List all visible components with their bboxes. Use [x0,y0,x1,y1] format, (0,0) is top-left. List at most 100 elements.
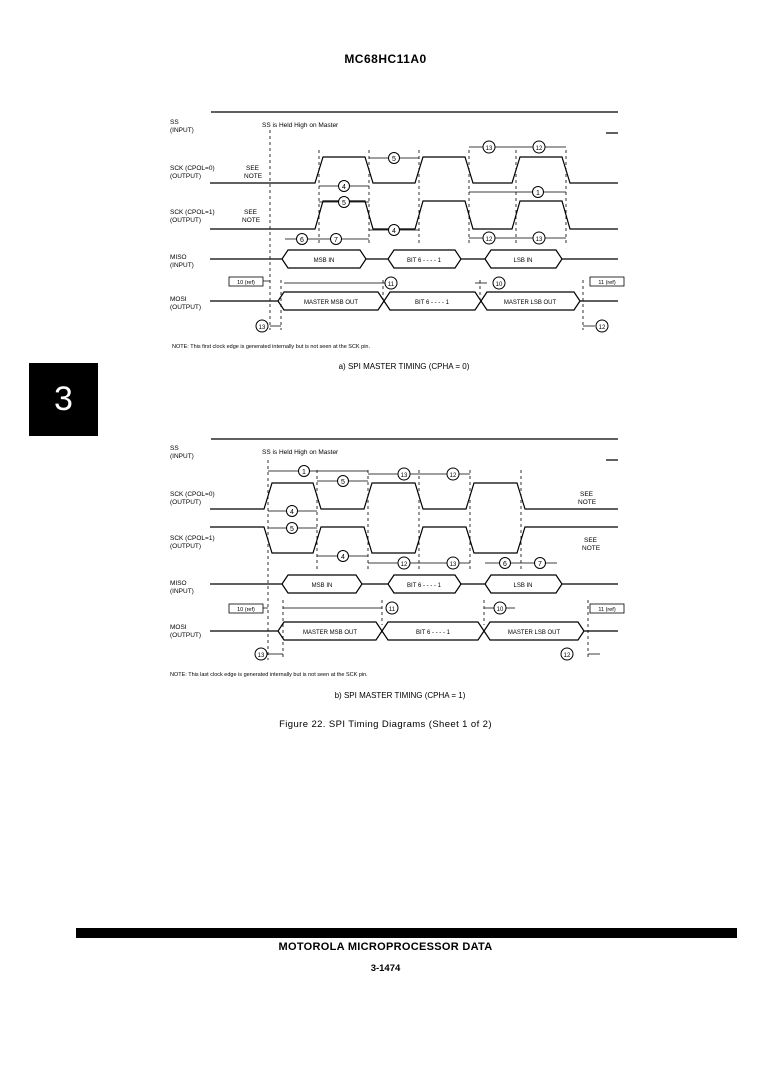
marker-b-1: 1 [298,465,310,477]
svg-text:12: 12 [401,562,408,568]
marker-b-12c: 12 [560,647,574,661]
svg-text:1: 1 [302,469,306,476]
marker-b-5b: 5 [286,522,298,534]
marker-b-12b: 12 [397,556,411,570]
label-ss-b: SS [170,445,179,452]
svg-text:5: 5 [290,526,294,533]
label-mosi-b: MOSI [170,624,187,631]
see-note-2b: NOTE [242,217,261,224]
label-sck1: SCK (CPOL=1) [170,209,215,216]
label-mosi: MOSI [170,296,187,303]
label-sck0: SCK (CPOL=0) [170,165,215,172]
marker-a-13b: 13 [532,231,546,245]
ss-note-b: SS is Held High on Master [262,449,339,456]
svg-text:13: 13 [401,473,408,479]
marker-b-4b: 4 [337,550,349,562]
figure-caption: Figure 22. SPI Timing Diagrams (Sheet 1 … [279,719,492,730]
mosi-waveform-a [210,291,618,311]
marker-a-5: 5 [338,196,350,208]
marker-b-13c: 13 [254,647,268,661]
page-number: 3-1474 [370,963,401,974]
note-b: NOTE: This last clock edge is generated … [170,672,368,678]
svg-text:12: 12 [536,146,543,152]
svg-text:5: 5 [342,200,346,207]
label-miso: MISO [170,254,187,261]
miso-a-box-2: BIT 6 - - - - 1 [407,258,442,264]
sck1-waveform-b [210,526,618,554]
label-sck1-dir-b: (OUTPUT) [170,543,201,550]
svg-text:6: 6 [503,561,507,568]
svg-text:13: 13 [450,562,457,568]
label-sck0-b: SCK (CPOL=0) [170,491,215,498]
label-miso-dir-b: (INPUT) [170,588,194,595]
ref-a-left: 10 (ref) [237,280,255,286]
marker-a-13: 13 [482,140,496,154]
miso-b-box-3: LSB IN [513,583,532,589]
note-a: NOTE: This first clock edge is generated… [172,344,370,350]
label-ss-dir-b: (INPUT) [170,453,194,460]
svg-text:5: 5 [341,479,345,486]
svg-text:4: 4 [290,509,294,516]
marker-a-6: 6 [296,233,308,245]
mosi-b-box-2: BIT 6 - - - - 1 [416,630,451,636]
svg-text:6: 6 [300,237,304,244]
marker-b-7: 7 [534,557,546,569]
svg-text:13: 13 [259,325,266,331]
mosi-b-box-3: MASTER LSB OUT [508,630,561,636]
label-miso-dir: (INPUT) [170,262,194,269]
svg-text:13: 13 [258,653,265,659]
svg-text:10: 10 [496,282,503,288]
label-sck0-dir-b: (OUTPUT) [170,499,201,506]
marker-a-7: 7 [330,233,342,245]
ss-waveform-b [211,438,618,461]
see-note-b1a: SEE [580,491,594,498]
mosi-waveform-b [210,621,618,641]
see-note-1a: SEE [246,165,260,172]
page-header-title: MC68HC11A0 [344,52,427,66]
caption-a: a) SPI MASTER TIMING (CPHA = 0) [339,362,470,371]
svg-text:7: 7 [334,237,338,244]
label-mosi-dir: (OUTPUT) [170,304,201,311]
svg-text:10: 10 [497,607,504,613]
sck0-waveform-b [210,482,618,510]
see-note-b2b: NOTE [582,545,601,552]
svg-text:11: 11 [389,607,396,613]
footer-rule [76,928,737,938]
label-ss: SS [170,119,179,126]
see-note-1b: NOTE [244,173,263,180]
sck1-waveform-a [210,200,618,230]
marker-a-13c: 13 [255,319,269,333]
svg-text:4: 4 [341,554,345,561]
marker-b-12: 12 [446,467,460,481]
svg-text:13: 13 [536,237,543,243]
marker-a-5b: 5 [388,152,400,164]
svg-text:5: 5 [392,156,396,163]
svg-text:4: 4 [392,228,396,235]
marker-a-1: 1 [532,186,544,198]
marker-b-5: 5 [337,475,349,487]
marker-a-10: 10 [492,276,506,290]
label-sck1-b: SCK (CPOL=1) [170,535,215,542]
ref-a-right: 11 (ref) [598,280,615,286]
label-sck0-dir: (OUTPUT) [170,173,201,180]
marker-a-12c: 12 [595,319,609,333]
svg-text:12: 12 [486,237,493,243]
marker-b-13: 13 [397,467,411,481]
svg-text:13: 13 [486,146,493,152]
label-ss-dir: (INPUT) [170,127,194,134]
ss-note: SS is Held High on Master [262,122,339,129]
ref-b-right: 11 (ref) [598,607,615,613]
marker-a-4a: 4 [338,180,350,192]
see-note-b2a: SEE [584,537,598,544]
marker-b-11: 11 [385,601,399,615]
footer-title: MOTOROLA MICROPROCESSOR DATA [278,941,493,953]
label-mosi-dir-b: (OUTPUT) [170,632,201,639]
marker-b-4a: 4 [286,505,298,517]
see-note-2a: SEE [244,209,258,216]
ref-b-left: 10 (ref) [237,607,255,613]
label-miso-b: MISO [170,580,187,587]
diagram-a: SS (INPUT) SCK (CPOL=0) (OUTPUT) SCK (CP… [170,111,625,371]
svg-text:7: 7 [538,561,542,568]
caption-b: b) SPI MASTER TIMING (CPHA = 1) [335,691,466,700]
